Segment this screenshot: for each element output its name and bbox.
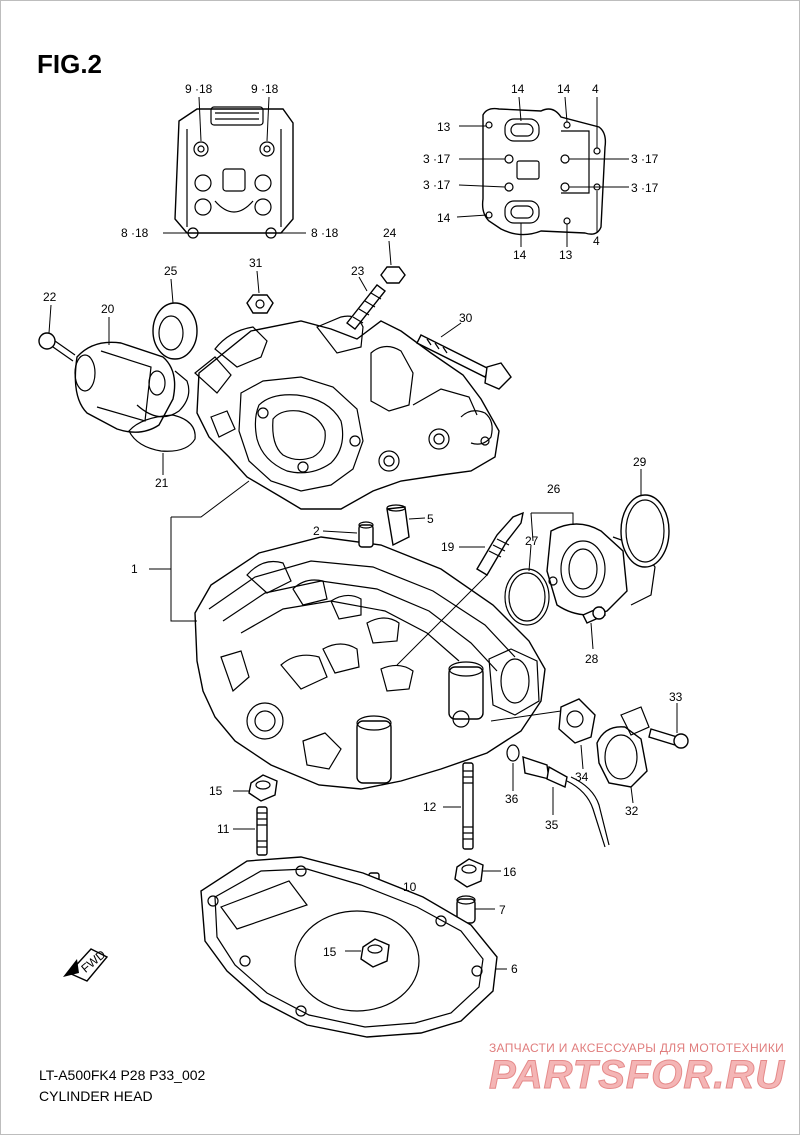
callout-9-18-left: 9 ·18 [185,82,213,96]
part-15-nut-lower [345,938,390,968]
callout-30: 30 [459,311,473,325]
callout-15-lower: 15 [323,945,337,959]
part-34-thermostat [490,698,596,770]
callout-29: 29 [633,455,647,469]
part-25-oring [152,278,198,360]
fwd-arrow-icon [63,948,109,982]
part-1-leader [149,480,250,622]
part-12-stud [443,762,474,850]
callout-20: 20 [101,302,115,316]
callout-11: 11 [217,822,230,836]
part-19-spark-plug [396,511,524,666]
callout-15-upper: 15 [209,784,223,798]
callout-25: 25 [164,264,178,278]
callout-36: 36 [505,792,519,806]
part-29-clamp [620,469,670,568]
watermark-logo: PARTSFOR.RU [488,1053,786,1098]
part-20-cap [74,341,190,433]
callout-31: 31 [249,256,263,270]
part-35-sensor [522,755,610,848]
callout-34: 34 [575,770,589,784]
part-2-dowel [322,521,374,548]
diagram-caption: CYLINDER HEAD [39,1088,153,1104]
part-11-stud [233,806,268,856]
callout-23: 23 [351,264,365,278]
cylinder-head-cover [194,315,500,510]
part-5-guide [386,504,426,547]
callout-7: 7 [499,903,506,917]
part-32-thermostat-cover [596,706,650,804]
callout-10: 10 [403,880,417,894]
callout-16: 16 [503,865,517,879]
part-23-stud [346,276,386,330]
part-15-nut-upper [233,774,278,802]
callout-8-18-left: 8 ·18 [121,226,149,240]
callout-3-17-ll: 3 ·17 [423,178,451,192]
callout-12: 12 [423,800,437,814]
callout-14-mid: 14 [437,211,451,225]
part-7-dowel [456,895,495,924]
part-27-gasket [504,544,550,626]
callout-3-17-ur: 3 ·17 [631,152,659,166]
watermark-tagline: ЗАПЧАСТИ И АКСЕССУАРЫ ДЛЯ МОТОТЕХНИКИ [489,1041,785,1055]
callout-24: 24 [383,226,397,240]
part-26-intake-pipe [530,512,656,616]
callout-13-bot: 13 [559,248,573,262]
callout-28: 28 [585,652,599,666]
part-30-bolt [416,322,512,390]
part-1-cylinder-head [194,536,546,790]
callout-33: 33 [669,690,683,704]
callout-3-17-ul: 3 ·17 [423,152,451,166]
callout-14-bot: 14 [513,248,527,262]
callout-26: 26 [547,482,561,496]
part-6-head-gasket [200,856,507,1038]
model-code: LT-A500FK4 P28 P33_002 [39,1067,206,1083]
callout-21: 21 [155,476,169,490]
callout-8-18-right: 8 ·18 [311,226,339,240]
part-21-gasket [128,414,196,452]
part-22-bolt [38,304,76,362]
callout-9-18-right: 9 ·18 [251,82,279,96]
callout-14-top-right: 14 [557,82,571,96]
part-28-screw [582,606,606,650]
callout-32: 32 [625,804,639,818]
callout-6: 6 [511,962,518,976]
head-cover-bolt-inset-right [456,96,629,247]
callout-19: 19 [441,540,455,554]
callout-2: 2 [313,524,320,538]
callout-13-top: 13 [437,120,451,134]
callout-27: 27 [525,534,539,548]
callout-14-top-left: 14 [511,82,525,96]
part-36-washer [506,744,520,791]
callout-22: 22 [43,290,57,304]
callout-4-bot: 4 [593,234,600,248]
callout-3-17-lr: 3 ·17 [631,181,659,195]
callout-1: 1 [131,562,138,576]
callout-5: 5 [427,512,434,526]
figure-title: FIG.2 [37,49,103,79]
part-24-nut [380,240,406,284]
part-31-nut [246,270,274,314]
head-bolt-inset-left [163,96,306,239]
part-33-bolt [648,703,689,749]
callout-4-top: 4 [592,82,599,96]
part-16-nut [454,858,501,888]
callout-35: 35 [545,818,559,832]
